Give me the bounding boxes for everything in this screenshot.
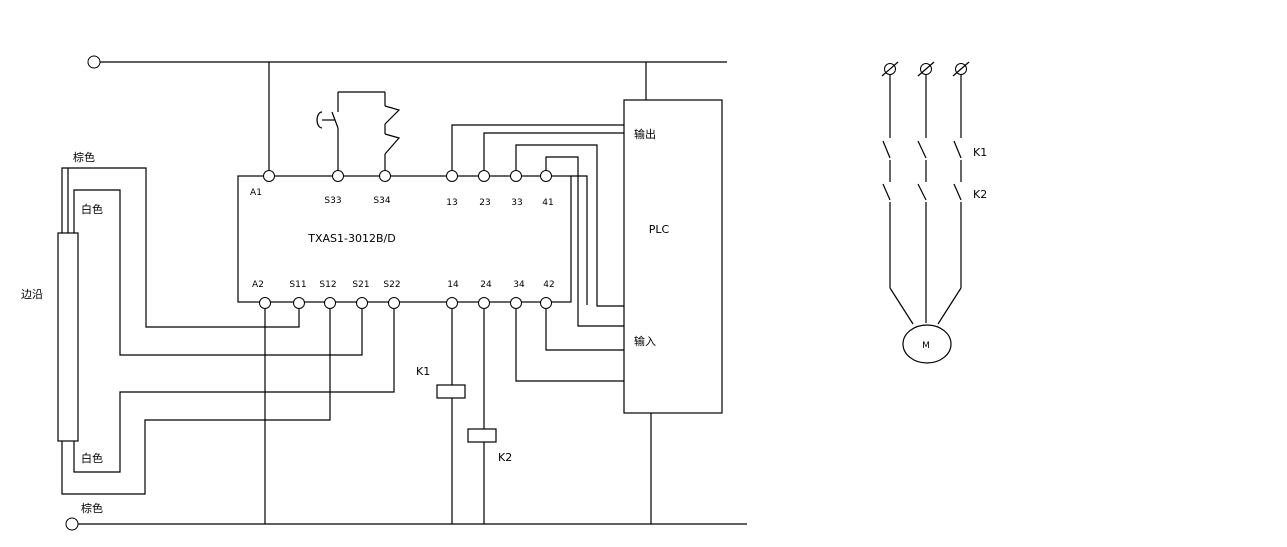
terminal-s22: [388, 297, 400, 309]
coil-k1-label: K1: [416, 365, 430, 378]
motor-contact-k1-label: K1: [973, 146, 987, 159]
terminal-34: [510, 297, 522, 309]
plc-label: PLC: [649, 223, 670, 236]
terminal-label-13: 13: [446, 198, 457, 208]
edge-sensor-label: 边沿: [21, 288, 43, 301]
plc-output-wiring: [451, 124, 624, 327]
terminal-42: [540, 297, 552, 309]
wire-brown-top: [67, 167, 300, 328]
terminal-label-s21: S21: [352, 280, 369, 290]
plc-output-label: 输出: [634, 127, 656, 141]
top-rail-terminal: [87, 55, 101, 69]
terminal-label-s22: S22: [383, 280, 400, 290]
wire-brown-bottom: [61, 309, 331, 495]
terminal-41: [540, 170, 552, 182]
power-rails: [65, 55, 747, 531]
terminal-s11: [293, 297, 305, 309]
terminal-14: [446, 297, 458, 309]
terminal-a2: [259, 297, 271, 309]
terminal-24: [478, 297, 490, 309]
terminal-s34: [379, 170, 391, 182]
terminal-33: [510, 170, 522, 182]
plc: PLC 输出 输入: [623, 62, 723, 524]
plc-input-wiring: [515, 309, 624, 382]
coil-k2: K2: [467, 309, 512, 524]
terminal-label-41: 41: [542, 198, 553, 208]
motor: [902, 324, 952, 364]
label-brown-bottom: 棕色: [81, 501, 103, 515]
terminal-label-s12: S12: [319, 280, 336, 290]
safety-relay: TXAS1-3012B/D A1 S33 S34 13 23 33 41 A2 …: [237, 170, 572, 309]
terminal-s12: [324, 297, 336, 309]
terminal-23: [478, 170, 490, 182]
terminal-label-14: 14: [447, 280, 459, 290]
wire-white-bottom: [73, 309, 395, 473]
terminal-label-s33: S33: [324, 196, 341, 206]
terminal-label-24: 24: [480, 280, 492, 290]
coil-k2-label: K2: [498, 451, 512, 464]
plc-body: [623, 99, 723, 414]
motor-label: M: [922, 341, 930, 351]
reset-switch: [316, 91, 401, 170]
motor-circuit: K1 K2 M: [881, 61, 987, 364]
motor-contact-k2-label: K2: [973, 188, 987, 201]
label-brown-top: 棕色: [73, 150, 95, 164]
terminal-label-33: 33: [511, 198, 522, 208]
coil-k1: K1: [416, 309, 466, 524]
terminal-label-42: 42: [543, 280, 554, 290]
terminal-label-a1: A1: [250, 188, 262, 198]
terminal-label-23: 23: [479, 198, 490, 208]
edge-sensor-body: [57, 232, 79, 442]
edge-sensor: 边沿 棕色 白色 白色 棕色: [21, 150, 395, 515]
label-white-top: 白色: [81, 202, 103, 216]
relay-body: [237, 175, 572, 303]
bottom-rail-terminal: [65, 517, 79, 531]
terminal-s21: [356, 297, 368, 309]
terminal-label-a2: A2: [252, 280, 264, 290]
label-white-bottom: 白色: [81, 451, 103, 465]
plc-input-label: 输入: [634, 334, 656, 348]
terminal-label-34: 34: [513, 280, 525, 290]
terminal-a1: [263, 170, 275, 182]
terminal-13: [446, 170, 458, 182]
terminal-s33: [332, 170, 344, 182]
terminal-label-s11: S11: [289, 280, 306, 290]
terminal-label-s34: S34: [373, 196, 390, 206]
relay-model-label: TXAS1-3012B/D: [307, 232, 395, 245]
